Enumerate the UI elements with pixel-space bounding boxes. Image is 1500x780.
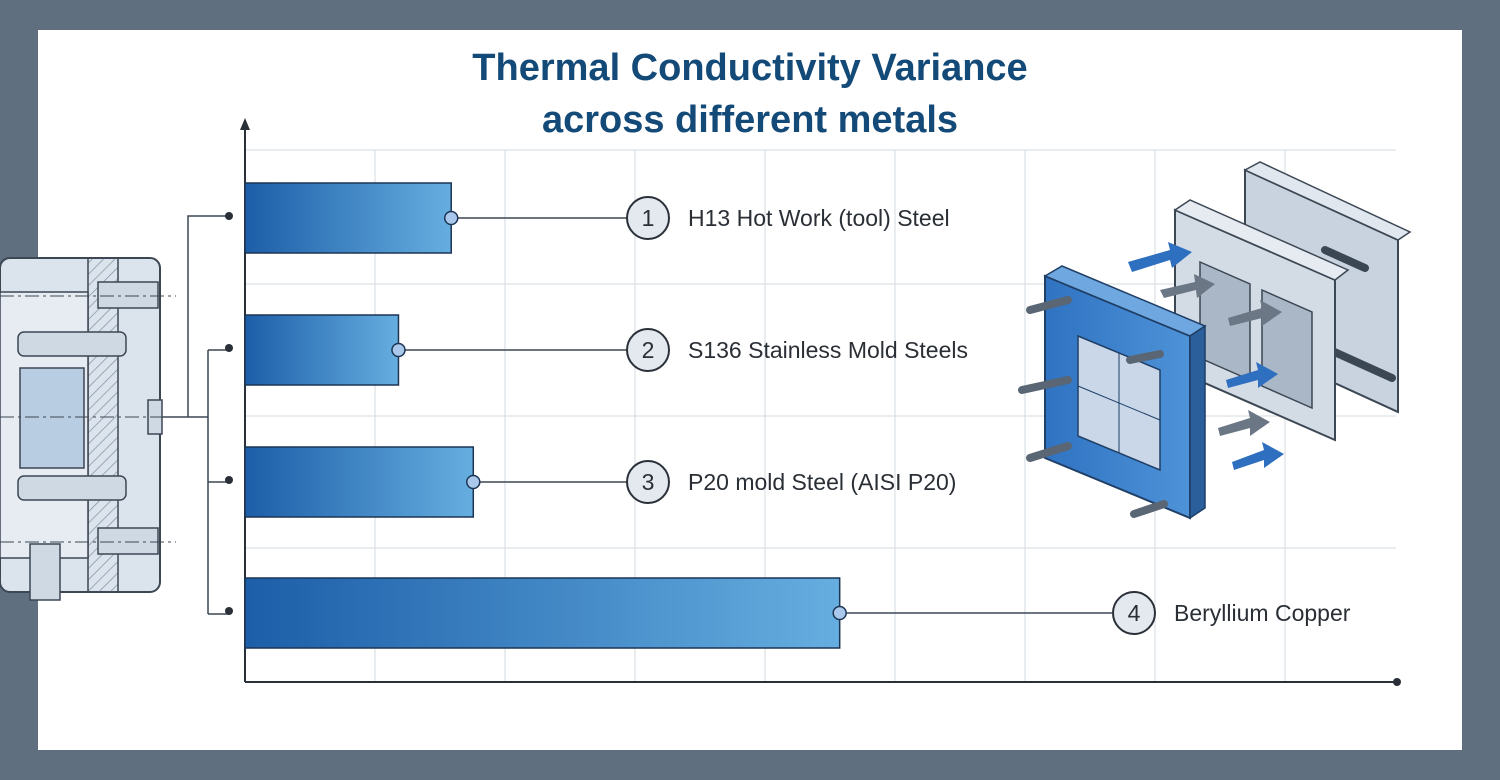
bar xyxy=(244,314,400,386)
bracket-connectors xyxy=(187,215,228,615)
category-label: Beryllium Copper xyxy=(1174,600,1351,626)
badge xyxy=(626,328,670,372)
bracket-dot xyxy=(225,344,233,352)
bracket-dot xyxy=(225,607,233,615)
category-label: P20 mold Steel (AISI P20) xyxy=(688,469,956,495)
bracket-dots xyxy=(225,212,233,615)
exploded-mold-illustration xyxy=(1018,161,1412,520)
badge xyxy=(626,460,670,504)
badge-number: 2 xyxy=(642,337,655,363)
bar-end-dot xyxy=(443,210,459,226)
badge-number: 4 xyxy=(1128,600,1141,626)
title-line-1: Thermal Conductivity Variance xyxy=(472,47,1027,89)
bracket-dot xyxy=(225,212,233,220)
bar-end-dot xyxy=(391,342,406,358)
bar xyxy=(244,446,475,518)
bar-end-dot xyxy=(466,474,481,490)
mold-cross-section-illustration xyxy=(0,257,188,601)
y-axis-arrow xyxy=(240,118,250,130)
title-line-2: across different metals xyxy=(542,99,958,141)
badge xyxy=(626,196,670,240)
category-label: S136 Stainless Mold Steels xyxy=(688,337,968,363)
bars: 1 H13 Hot Work (tool) Steel 2 S136 Stainles… xyxy=(244,182,1351,649)
bar xyxy=(244,182,452,254)
category-label: H13 Hot Work (tool) Steel xyxy=(688,205,950,231)
badge-number: 1 xyxy=(642,205,655,231)
badge xyxy=(1112,591,1156,635)
bracket-dot xyxy=(225,476,233,484)
bar-end-dot xyxy=(832,605,847,621)
badge-number: 3 xyxy=(642,469,655,495)
chart-title: Thermal Conductivity Variance across diff… xyxy=(472,47,1027,141)
x-axis-end-dot xyxy=(1393,678,1401,686)
bar xyxy=(244,577,841,649)
